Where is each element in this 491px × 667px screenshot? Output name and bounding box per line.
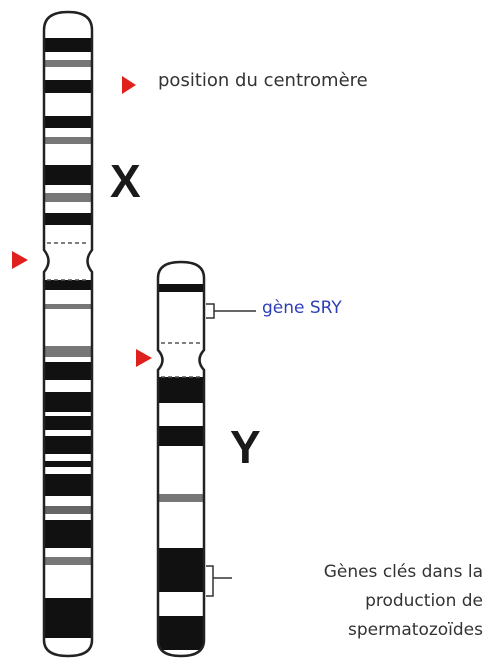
chromosome-x	[42, 10, 94, 658]
sry-gene-label: gène SRY	[262, 298, 342, 318]
sry-bracket	[206, 303, 215, 319]
x-centromere-marker-icon	[12, 251, 28, 269]
key-genes-line-2: production de	[365, 591, 483, 611]
chromosome-x-label: X	[110, 155, 141, 207]
chromosome-y-label: Y	[230, 421, 261, 473]
y-centromere-marker-icon	[136, 349, 152, 367]
legend-marker-icon	[122, 76, 136, 94]
key-genes-bracket	[206, 565, 214, 597]
chromosome-y-bands	[158, 284, 204, 650]
legend-text: position du centromère	[158, 70, 368, 91]
key-genes-line-3: spermatozoïdes	[348, 620, 483, 640]
chromosome-y	[156, 260, 206, 658]
key-genes-label: Gènes clés dans la production de spermat…	[324, 558, 483, 645]
key-genes-line-1: Gènes clés dans la	[323, 562, 483, 582]
chromosome-x-bands	[44, 38, 92, 638]
